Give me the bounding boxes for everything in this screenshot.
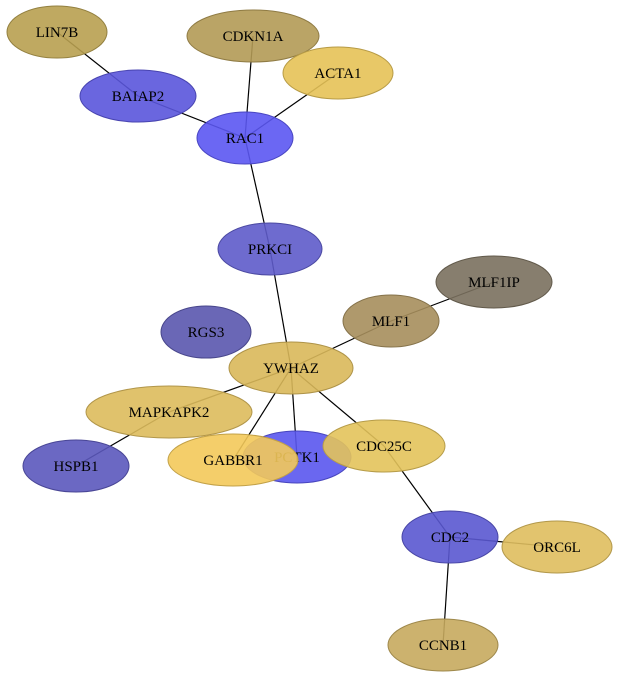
node-ywhaz[interactable]: YWHAZ [228,341,354,395]
node-ellipse [282,46,394,100]
node-lin7b[interactable]: LIN7B [6,5,108,59]
node-ellipse [387,618,499,672]
node-label: CDC2 [431,530,469,546]
node-label: ORC6L [533,540,581,556]
node-label: CCNB1 [419,638,467,654]
node-cdc25c[interactable]: CDC25C [322,419,446,473]
node-ccnb1[interactable]: CCNB1 [387,618,499,672]
node-ellipse [79,69,197,123]
node-label: RAC1 [226,131,264,147]
node-label: CDKN1A [223,29,284,45]
node-rgs3[interactable]: RGS3 [160,305,252,359]
node-label: PRKCI [248,242,292,258]
node-ellipse [342,294,440,348]
node-mlf1ip[interactable]: MLF1IP [435,255,553,309]
node-ellipse [85,385,253,439]
node-label: HSPB1 [53,459,98,475]
node-label: BAIAP2 [112,89,165,105]
node-mapkapk2[interactable]: MAPKAPK2 [85,385,253,439]
node-orc6l[interactable]: ORC6L [501,520,613,574]
node-label: MAPKAPK2 [129,405,210,421]
node-ellipse [228,341,354,395]
node-ellipse [435,255,553,309]
node-prkci[interactable]: PRKCI [217,222,323,276]
node-label: LIN7B [36,25,79,41]
node-baiap2[interactable]: BAIAP2 [79,69,197,123]
node-label: RGS3 [188,325,225,341]
node-label: MLF1 [372,314,410,330]
node-ellipse [196,111,294,165]
node-cdkn1a[interactable]: CDKN1A [186,9,320,63]
node-gabbr1[interactable]: GABBR1 [167,433,299,487]
node-ellipse [22,439,130,493]
node-rac1[interactable]: RAC1 [196,111,294,165]
node-label: GABBR1 [203,453,262,469]
node-ellipse [167,433,299,487]
node-ellipse [401,510,499,564]
node-ellipse [160,305,252,359]
node-label: MLF1IP [468,275,520,291]
node-label: CDC25C [356,439,412,455]
node-label: YWHAZ [263,361,319,377]
node-label: ACTA1 [314,66,361,82]
node-ellipse [501,520,613,574]
node-hspb1[interactable]: HSPB1 [22,439,130,493]
node-acta1[interactable]: ACTA1 [282,46,394,100]
node-ellipse [322,419,446,473]
node-cdc2[interactable]: CDC2 [401,510,499,564]
node-mlf1[interactable]: MLF1 [342,294,440,348]
node-ellipse [217,222,323,276]
node-ellipse [186,9,320,63]
node-ellipse [6,5,108,59]
